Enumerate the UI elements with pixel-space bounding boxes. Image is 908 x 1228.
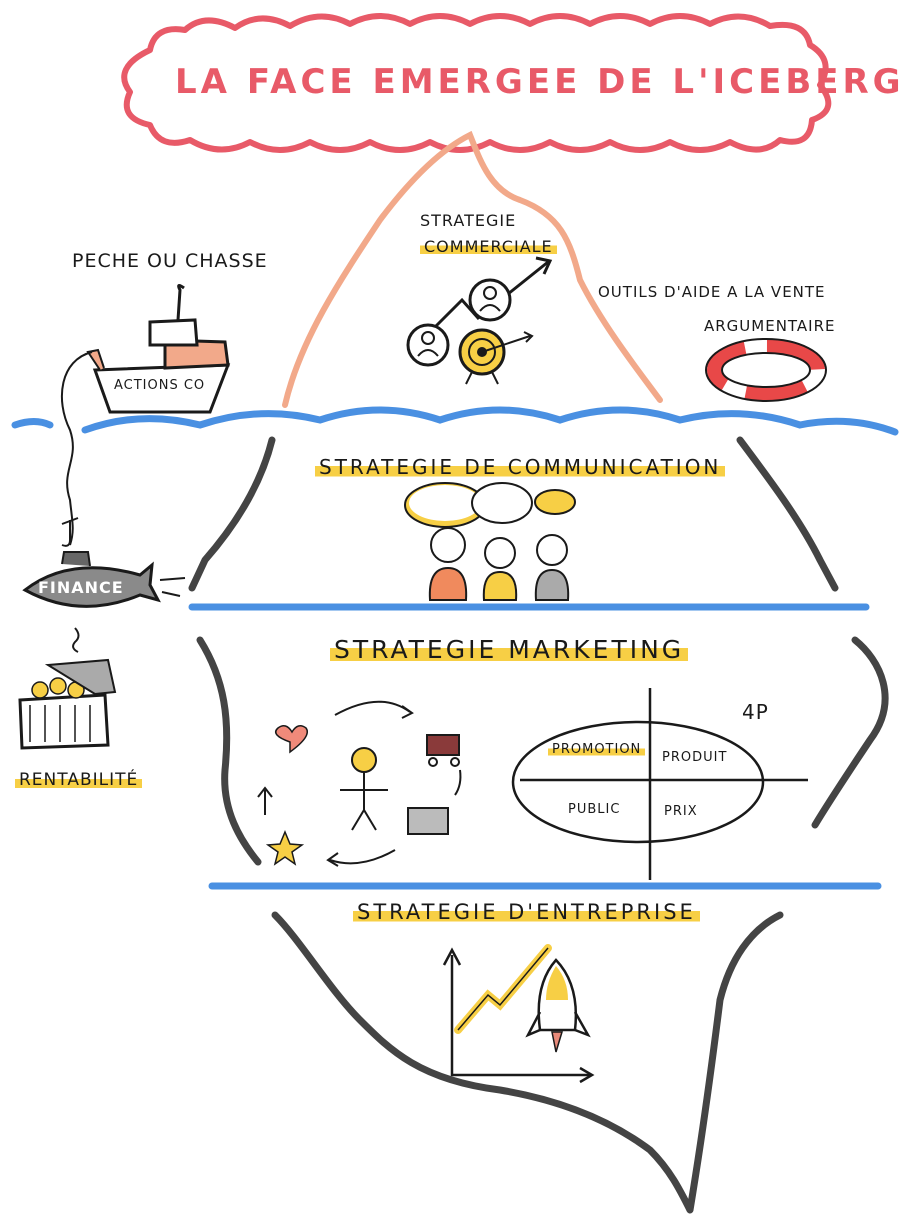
four-p-label: 4P xyxy=(742,700,769,724)
water-surface-line xyxy=(11,406,899,436)
page-title: LA FACE EMERGEE DE L'ICEBERG xyxy=(175,62,905,102)
layer-enterprise-title: STRATEGIE D'ENTREPRISE xyxy=(353,900,700,924)
iceberg-base-outline xyxy=(271,911,784,1214)
iceberg-tip-outline xyxy=(282,130,663,408)
communication-people xyxy=(404,482,576,601)
quadrant-promotion: PROMOTION xyxy=(548,742,646,757)
four-p-matrix xyxy=(511,688,808,880)
treasure-chest xyxy=(18,658,117,750)
sales-tools-line2: ARGUMENTAIRE xyxy=(704,317,836,335)
profitability-label: RENTABILITÉ xyxy=(15,770,143,790)
growth-chart-rocket xyxy=(442,944,595,1084)
sales-tools-label: OUTILS D'AIDE A LA VENTE ARGUMENTAIRE xyxy=(598,275,836,343)
sales-strategy-line1: STRATEGIE xyxy=(420,211,517,230)
marketing-cycle xyxy=(257,700,462,867)
quadrant-prix: PRIX xyxy=(664,804,698,819)
layer-marketing-title: STRATEGIE MARKETING xyxy=(330,635,689,664)
sales-strategy-icons xyxy=(406,256,553,385)
fishing-boat xyxy=(60,283,231,547)
lifebuoy xyxy=(705,338,827,402)
sales-strategy-line2: COMMERCIALE xyxy=(420,237,557,256)
quadrant-public: PUBLIC xyxy=(568,802,621,817)
boat-actions-label: ACTIONS CO xyxy=(114,378,206,393)
sales-tools-line1: OUTILS D'AIDE A LA VENTE xyxy=(598,283,826,301)
finance-label: FINANCE xyxy=(38,578,124,597)
submarine xyxy=(22,551,186,653)
quadrant-produit: PRODUIT xyxy=(662,750,728,765)
sales-strategy-label: STRATEGIE COMMERCIALE xyxy=(420,208,557,260)
layer-communication-title: STRATEGIE DE COMMUNICATION xyxy=(315,455,726,479)
fishing-label: PECHE OU CHASSE xyxy=(72,250,268,272)
